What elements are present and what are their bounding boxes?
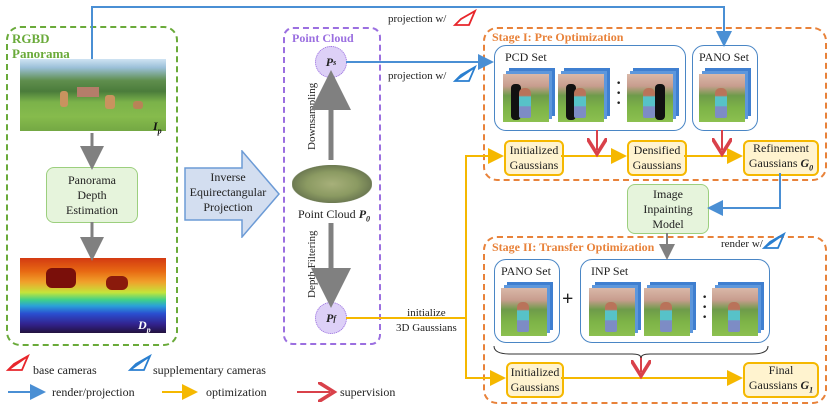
- legend-optimization: optimization: [206, 385, 267, 399]
- stage2-pano-set: PANO Set: [494, 259, 560, 343]
- point-cloud-p0-caption: Point Cloud P0: [298, 207, 371, 224]
- stage1-refinement-gaussians: Refinement Gaussians G0: [743, 140, 819, 176]
- stage2-final-gaussians: Final Gaussians G1: [743, 362, 819, 398]
- rgb-label: Ip: [153, 119, 162, 136]
- pcd-image-stack: [627, 68, 679, 122]
- render-supp-label: render w/: [721, 238, 763, 250]
- stage2-title: Stage II: Transfer Optimization: [492, 240, 655, 254]
- inp-image-stack: [589, 282, 641, 336]
- stage1-pcd-set: PCD Set ···: [494, 45, 686, 131]
- supp-camera-icon: [452, 64, 477, 82]
- base-camera-icon: [5, 353, 30, 371]
- inverse-equirectangular-arrow: [184, 150, 280, 238]
- initialize-gaussians-label: initialize 3D Gaussians: [396, 307, 457, 334]
- point-cloud-panel-title: Point Cloud: [292, 31, 354, 45]
- depth-filtering-label: Depth Filtering: [306, 230, 318, 298]
- plus-sign: +: [562, 288, 574, 310]
- stage1-title: Stage I: Pre Optimization: [492, 30, 624, 44]
- pano-image-stack: [699, 68, 751, 122]
- inverse-projection-label: Inverse Equirectangular Projection: [189, 170, 267, 214]
- projection-base-label: projection w/: [388, 13, 447, 25]
- rgb-panorama-image: Ip: [20, 59, 166, 135]
- pcd-image-stack: [558, 68, 610, 122]
- legend-render-projection: render/projection: [52, 385, 135, 399]
- rgbd-panel-title: RGBD Panorama: [12, 31, 70, 61]
- pano-set-label: PANO Set: [699, 50, 749, 64]
- downsampling-label: Downsampling: [306, 82, 318, 150]
- legend-supplementary-cameras: supplementary cameras: [153, 363, 266, 377]
- legend-base-cameras: base cameras: [33, 363, 97, 377]
- inp-image-stack: [644, 282, 696, 336]
- inp-image-stack: [712, 282, 764, 336]
- depth-map-image: Dp: [20, 258, 166, 335]
- inp-set-label: INP Set: [591, 264, 629, 278]
- base-camera-icon: [452, 8, 477, 26]
- pano-image-stack: [501, 282, 553, 336]
- ellipsis-dots: ···: [702, 289, 708, 326]
- legend-supervision: supervision: [340, 385, 396, 399]
- point-cloud-p0-image: [292, 165, 372, 203]
- pcd-set-label: PCD Set: [505, 50, 547, 64]
- depth-label: Dp: [138, 318, 151, 335]
- pcd-image-stack: [503, 68, 555, 122]
- ellipsis-dots: ···: [616, 75, 622, 112]
- supp-camera-icon: [127, 353, 152, 371]
- pano-set-label: PANO Set: [501, 264, 551, 278]
- projection-supp-label: projection w/: [388, 70, 447, 82]
- stage1-pano-set: PANO Set: [692, 45, 758, 131]
- panorama-depth-estimation-box: Panorama Depth Estimation: [46, 167, 138, 223]
- stage2-inp-set: INP Set ···: [580, 259, 770, 343]
